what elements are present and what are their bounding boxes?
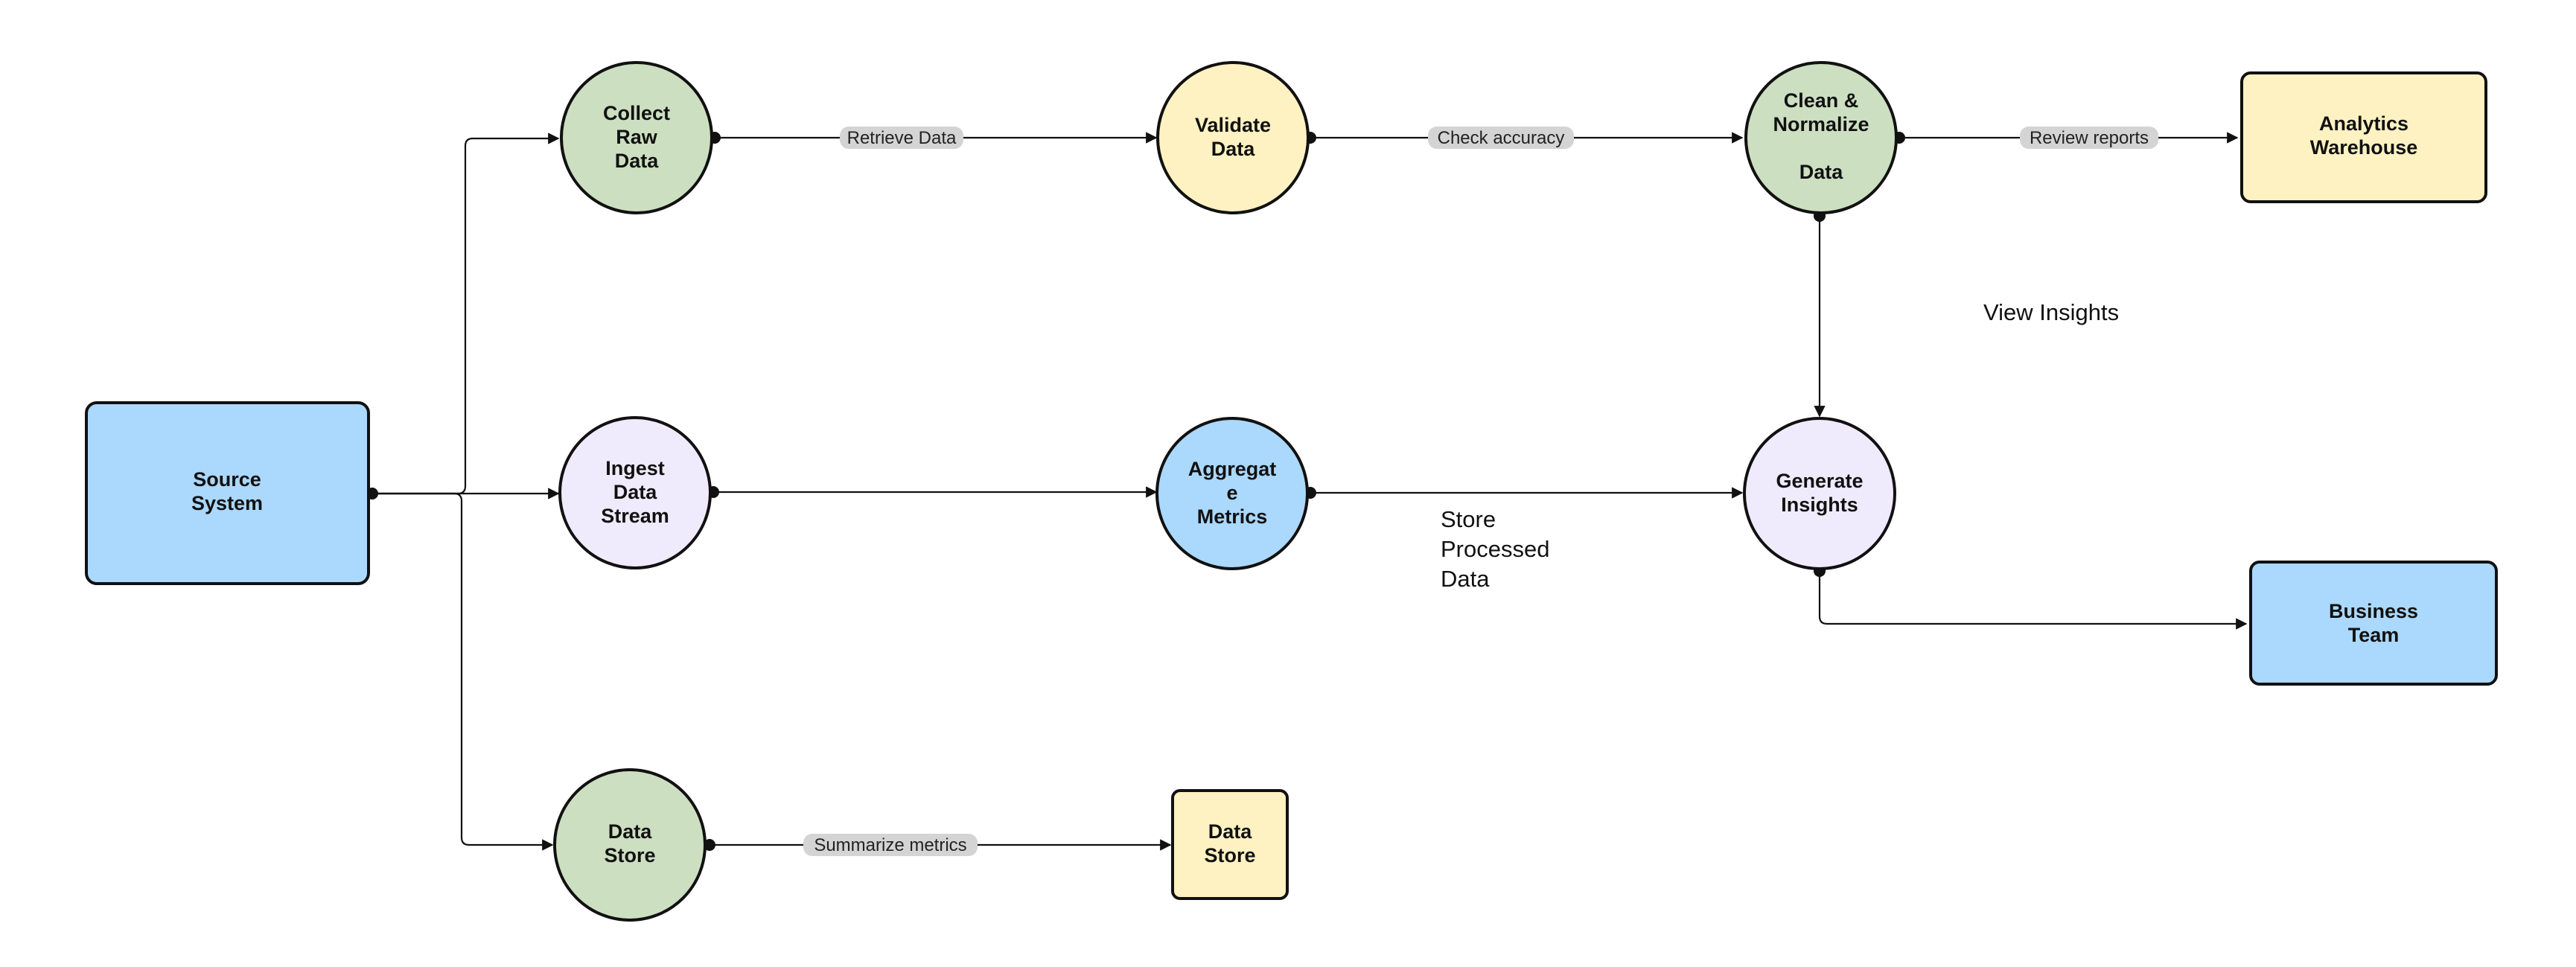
- view-insights-label: View Insights: [1983, 299, 2119, 325]
- text-line: System: [191, 492, 263, 514]
- text-line: Ingest: [605, 457, 665, 479]
- edge-label-review-reports-text: Review reports: [2030, 128, 2149, 148]
- text-line: Analytics: [2319, 112, 2408, 135]
- text-line: Aggregat: [1188, 458, 1277, 480]
- text-line: Insights: [1781, 494, 1858, 516]
- text-line: Processed: [1441, 536, 1549, 562]
- text-line: Normalize: [1773, 113, 1869, 135]
- edge-label-summarize-metrics-text: Summarize metrics: [814, 835, 966, 855]
- edge-label-retrieve-data: Retrieve Data: [840, 127, 963, 149]
- edge-source-to-collect: [372, 133, 560, 495]
- text-line: [1818, 137, 1824, 159]
- text-line: Store: [604, 844, 655, 867]
- edge-label-check-accuracy-text: Check accuracy: [1438, 128, 1565, 148]
- edge-label-check-accuracy: Check accuracy: [1428, 127, 1574, 149]
- text-line: Team: [2348, 624, 2400, 646]
- text-line: Metrics: [1197, 505, 1268, 528]
- text-line: Collect: [603, 102, 670, 124]
- text-line: Data: [615, 150, 660, 172]
- edge-label-review-reports: Review reports: [2020, 127, 2158, 149]
- text-line: Clean &: [1784, 89, 1859, 112]
- text-line: e: [1226, 482, 1237, 504]
- edge-labels: Retrieve Data Check accuracy Review repo…: [803, 127, 2158, 856]
- text-line: Data: [1441, 566, 1490, 592]
- text-line: Store: [1441, 506, 1496, 532]
- text-line: Warehouse: [2310, 136, 2418, 159]
- text-line: Source: [193, 468, 261, 491]
- node-clean-normalize-data[interactable]: Clean &Normalize Data: [1744, 61, 1898, 214]
- node-clean-normalize-data-label: Clean &Normalize Data: [1773, 89, 1869, 183]
- text-line: View Insights: [1983, 299, 2119, 325]
- edge-label-retrieve-data-text: Retrieve Data: [847, 128, 957, 148]
- text-line: Data: [613, 481, 658, 503]
- text-line: Business: [2329, 600, 2418, 622]
- text-line: Generate: [1776, 470, 1863, 492]
- text-line: Data: [1208, 820, 1253, 843]
- text-line: Data: [1799, 161, 1844, 183]
- edge-source-to-datastore: [372, 492, 554, 851]
- edge-insights-to-business: [1818, 571, 2248, 630]
- text-line: Store: [1204, 844, 1255, 867]
- text-line: Data: [608, 820, 653, 843]
- text-line: Validate: [1195, 114, 1271, 136]
- text-line: Stream: [601, 505, 669, 527]
- text-line: Data: [1211, 138, 1256, 160]
- edge-label-summarize-metrics: Summarize metrics: [803, 834, 978, 856]
- text-line: Raw: [616, 126, 658, 148]
- dot-datastore: [704, 839, 715, 851]
